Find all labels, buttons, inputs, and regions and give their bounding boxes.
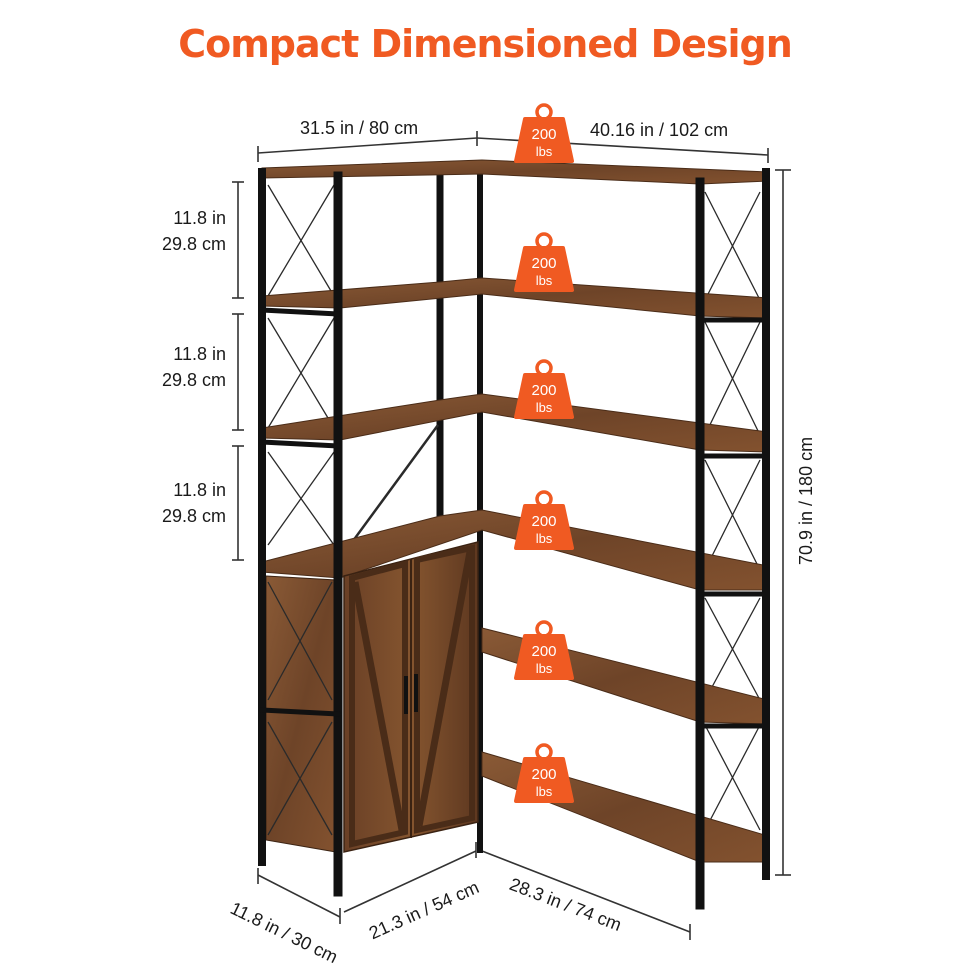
weight-ring-icon (535, 490, 553, 508)
height-label: 70.9 in / 180 cm (796, 436, 816, 565)
weight-ring-icon (535, 620, 553, 638)
page-title: Compact Dimensioned Design (178, 22, 793, 66)
cross-braces (267, 184, 761, 831)
weight-ring-icon (535, 359, 553, 377)
weight-ring-icon (535, 232, 553, 250)
weight-ring-icon (535, 743, 553, 761)
weight-unit: lbs (536, 784, 553, 799)
weight-unit: lbs (536, 273, 553, 288)
weight-value: 200 (531, 513, 556, 530)
weight-icon (514, 246, 574, 292)
shelf-gap-in: 11.8 in (173, 208, 226, 228)
weight-icon (514, 757, 574, 803)
weight-value: 200 (531, 382, 556, 399)
top-right-width-label: 40.16 in / 102 cm (590, 120, 729, 140)
weight-ring-icon (535, 103, 553, 121)
shelf-gap-label-3: 11.8 in 29.8 cm (138, 477, 226, 529)
weight-icon (514, 634, 574, 680)
weight-unit: lbs (536, 400, 553, 415)
weight-icon (514, 504, 574, 550)
shelf-gap-cm: 29.8 cm (161, 370, 226, 390)
frame-front (258, 168, 770, 910)
shelf-gap-in: 11.8 in (173, 344, 226, 364)
weight-value: 200 (531, 766, 556, 783)
weight-value: 200 (531, 643, 556, 660)
weight-unit: lbs (536, 531, 553, 546)
shelf-gap-label-2: 11.8 in 29.8 cm (138, 341, 226, 393)
weight-value: 200 (531, 126, 556, 143)
weight-unit: lbs (536, 144, 553, 159)
weight-icon (514, 373, 574, 419)
cabinet-doors (343, 541, 479, 853)
weight-unit: lbs (536, 661, 553, 676)
shelf-gap-in: 11.8 in (173, 480, 226, 500)
weight-icon (514, 117, 574, 163)
shelf-gap-cm: 29.8 cm (161, 506, 226, 526)
shelf-gap-cm: 29.8 cm (161, 234, 226, 254)
shelf-gap-label-1: 11.8 in 29.8 cm (138, 205, 226, 257)
top-left-width-label: 31.5 in / 80 cm (300, 118, 419, 138)
weight-value: 200 (531, 255, 556, 272)
